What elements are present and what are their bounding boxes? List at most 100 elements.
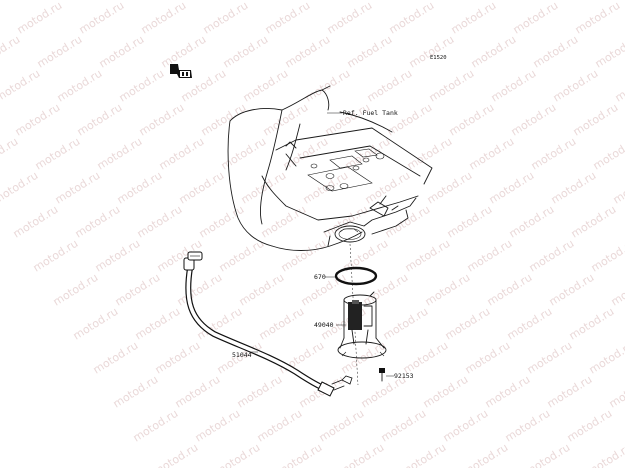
watermark-text: motod.ru: [137, 101, 187, 139]
watermark-text: motod.ru: [529, 135, 579, 173]
watermark-text: motod.ru: [219, 135, 269, 173]
watermark-text: motod.ru: [587, 339, 625, 377]
assembly-axis: [349, 243, 359, 386]
watermark-text: motod.ru: [235, 373, 285, 411]
watermark-text: motod.ru: [365, 67, 415, 105]
watermark-text: motod.ru: [201, 0, 251, 37]
watermark-text: motod.ru: [131, 407, 181, 445]
watermark-text: motod.ru: [259, 203, 309, 241]
watermark-text: motod.ru: [13, 101, 63, 139]
watermark-text: motod.ru: [0, 0, 44, 3]
watermark-text: motod.ru: [0, 135, 20, 173]
watermark-text: motod.ru: [337, 441, 387, 468]
watermark-text: motod.ru: [159, 33, 209, 71]
watermark-text: motod.ru: [591, 135, 625, 173]
watermark-text: motod.ru: [301, 169, 351, 207]
watermark-text: motod.ru: [571, 101, 621, 139]
callout-51044: 51044: [232, 351, 252, 359]
watermark-text: motod.ru: [407, 33, 457, 71]
watermark-text: motod.ru: [611, 169, 625, 207]
watermark-text: motod.ru: [527, 237, 577, 275]
watermark-text: motod.ru: [613, 67, 625, 105]
watermark-text: motod.ru: [57, 0, 107, 3]
fuel-tank: [227, 85, 433, 251]
watermark-text: motod.ru: [31, 237, 81, 275]
watermark-text: motod.ru: [429, 0, 479, 3]
watermark-text: motod.ru: [75, 101, 125, 139]
watermark-text: motod.ru: [117, 67, 167, 105]
watermark-text: motod.ru: [525, 339, 575, 377]
watermark-text: motod.ru: [157, 135, 207, 173]
watermark-text: motod.ru: [153, 339, 203, 377]
watermark-text: motod.ru: [573, 0, 623, 37]
watermark-text: motod.ru: [0, 33, 22, 71]
watermark-text: motod.ru: [449, 0, 499, 37]
watermark-text: motod.ru: [135, 203, 185, 241]
watermark-text: motod.ru: [173, 373, 223, 411]
watermark-text: motod.ru: [305, 0, 355, 3]
callout-92153: 92153: [394, 372, 414, 380]
watermark-text: motod.ru: [463, 339, 513, 377]
watermark-text: motod.ru: [261, 101, 311, 139]
o-ring: [334, 266, 378, 286]
watermark-text: motod.ru: [467, 135, 517, 173]
watermark-text: motod.ru: [615, 0, 625, 3]
watermark-text: motod.ru: [193, 407, 243, 445]
watermark-text: motod.ru: [343, 135, 393, 173]
watermark-text: motod.ru: [139, 0, 189, 37]
watermark-text: motod.ru: [427, 67, 477, 105]
watermark-text: motod.ru: [317, 407, 367, 445]
watermark-text: motod.ru: [545, 373, 595, 411]
watermark-text: motod.ru: [95, 135, 145, 173]
watermark-text: motod.ru: [461, 441, 511, 468]
watermark-text: motod.ru: [115, 169, 165, 207]
watermark-text: motod.ru: [175, 271, 225, 309]
watermark-text: motod.ru: [345, 33, 395, 71]
watermark-text: motod.ru: [321, 203, 371, 241]
watermark-text: motod.ru: [0, 0, 2, 37]
watermark-text: motod.ru: [385, 101, 435, 139]
watermark-text: motod.ru: [387, 0, 437, 37]
watermark-text: motod.ru: [33, 135, 83, 173]
watermark-text: motod.ru: [275, 441, 325, 468]
fuel-hose: [183, 251, 353, 397]
watermark-text: motod.ru: [441, 407, 491, 445]
watermark-text: motod.ru: [213, 441, 263, 468]
figure-code: E1520: [430, 55, 447, 61]
watermark-text: motod.ru: [531, 33, 581, 71]
watermark-text: motod.ru: [181, 0, 231, 3]
watermark-text: motod.ru: [119, 0, 169, 3]
watermark-text: motod.ru: [511, 0, 561, 37]
watermark-text: motod.ru: [325, 0, 375, 37]
watermark-text: motod.ru: [403, 237, 453, 275]
watermark-text: motod.ru: [569, 203, 619, 241]
watermark-text: motod.ru: [607, 373, 625, 411]
watermark-text: motod.ru: [91, 339, 141, 377]
watermark-text: motod.ru: [77, 0, 127, 37]
watermark-text: motod.ru: [465, 237, 515, 275]
watermark-text: motod.ru: [15, 0, 65, 37]
watermark-text: motod.ru: [197, 203, 247, 241]
watermark-text: motod.ru: [585, 441, 625, 468]
watermark-text: motod.ru: [71, 305, 121, 343]
watermark-text: motod.ru: [241, 67, 291, 105]
watermark-text: motod.ru: [567, 305, 617, 343]
watermark-text: motod.ru: [381, 305, 431, 343]
watermark-text: motod.ru: [243, 0, 293, 3]
watermark-text: motod.ru: [363, 169, 413, 207]
watermark-text: motod.ru: [445, 203, 495, 241]
watermark-text: motod.ru: [469, 33, 519, 71]
fuel-pump-assembly: [337, 291, 387, 359]
watermark-text: motod.ru: [73, 203, 123, 241]
watermark-text: motod.ru: [257, 305, 307, 343]
watermark-text: motod.ru: [283, 33, 333, 71]
watermark-text: motod.ru: [589, 237, 625, 275]
watermark-text: motod.ru: [423, 271, 473, 309]
watermark-text: motod.ru: [383, 203, 433, 241]
watermark-text: motod.ru: [491, 0, 541, 3]
watermark-text: motod.ru: [53, 169, 103, 207]
watermark-text: motod.ru: [35, 33, 85, 71]
watermark-text: motod.ru: [51, 271, 101, 309]
watermark-text: motod.ru: [443, 305, 493, 343]
